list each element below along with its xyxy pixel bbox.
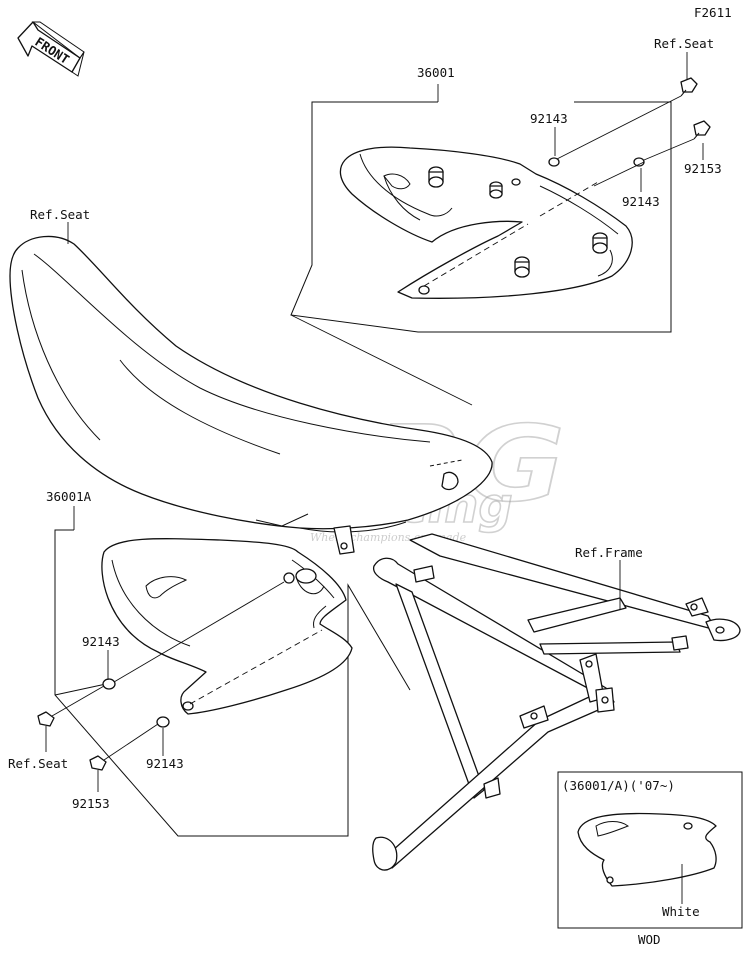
lower-bracket-outline bbox=[54, 529, 411, 837]
seat bbox=[9, 222, 493, 533]
label-washer-92143-left-a: 92143 bbox=[82, 634, 120, 649]
cover-grommet bbox=[514, 256, 530, 278]
cover-grommet bbox=[489, 181, 503, 199]
cover-grommet bbox=[592, 232, 608, 254]
label-ref-frame: Ref.Frame bbox=[575, 545, 643, 560]
lower-side-cover-group bbox=[37, 506, 411, 837]
bolt-left bbox=[37, 685, 105, 727]
label-part-36001: 36001 bbox=[417, 65, 455, 80]
label-ref-seat-top-right: Ref.Seat bbox=[654, 36, 714, 51]
cover-grommet bbox=[295, 568, 325, 595]
bolt-92153-bottom bbox=[89, 723, 159, 771]
label-ref-seat-left: Ref.Seat bbox=[30, 207, 90, 222]
inset-color-label: White bbox=[662, 904, 700, 919]
bolt-top bbox=[554, 77, 698, 161]
washer-left-a bbox=[102, 678, 116, 690]
label-ref-seat-bottom-left: Ref.Seat bbox=[8, 756, 68, 771]
label-washer-92143-left-b: 92143 bbox=[146, 756, 184, 771]
inset-header: (36001/A)('07~) bbox=[562, 778, 675, 793]
front-direction-arrow-icon: FRONT bbox=[17, 21, 85, 77]
inset-frame bbox=[557, 771, 743, 929]
label-washer-92143-top-b: 92143 bbox=[622, 194, 660, 209]
label-part-36001A: 36001A bbox=[46, 489, 92, 504]
washer-left-b bbox=[156, 716, 170, 728]
cover-mount-hole bbox=[511, 178, 521, 186]
side-cover-right bbox=[339, 146, 633, 299]
cover-grommet bbox=[283, 572, 295, 584]
label-washer-92143-top-a: 92143 bbox=[530, 111, 568, 126]
color-variant-inset: (36001/A)('07~) White WOD bbox=[557, 771, 743, 947]
bolt-92153-top bbox=[643, 120, 711, 161]
figure-code: F2611 bbox=[694, 5, 732, 20]
washer-top-a bbox=[548, 157, 560, 167]
label-bolt-92153-bottom: 92153 bbox=[72, 796, 110, 811]
side-cover-left bbox=[101, 538, 353, 715]
inset-footer: WOD bbox=[638, 932, 661, 947]
upper-side-cover-group bbox=[290, 52, 711, 333]
rear-frame bbox=[333, 525, 741, 871]
label-bolt-92153-top: 92153 bbox=[684, 161, 722, 176]
cover-grommet bbox=[428, 166, 444, 188]
upper-bracket-outline bbox=[290, 101, 672, 333]
cover-mount-hole bbox=[418, 285, 430, 295]
